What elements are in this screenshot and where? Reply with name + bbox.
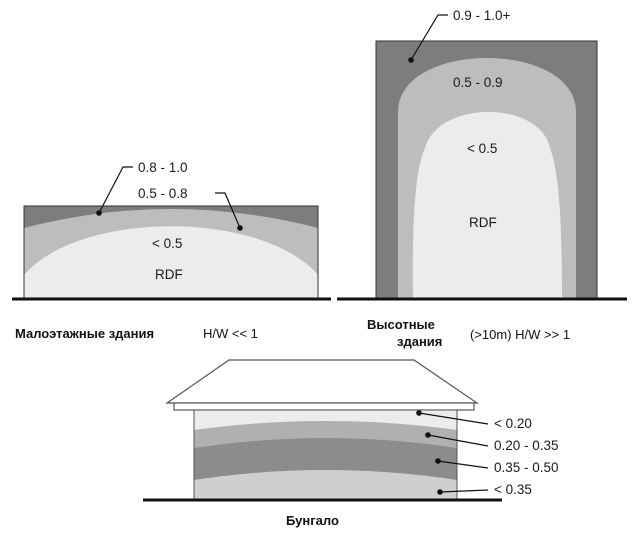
bungalow-zone-dark xyxy=(194,438,457,480)
high-rise-callouts xyxy=(410,14,448,61)
bungalow-label-4: < 0.35 xyxy=(494,482,532,497)
high-rise-caption-line2: здания xyxy=(397,334,442,349)
bungalow-roof xyxy=(165,359,479,411)
bungalow-callouts xyxy=(418,412,489,493)
low-rise-outer-dot xyxy=(96,210,102,216)
high-rise-caption-line1: Высотные xyxy=(367,317,435,332)
high-rise-ratio: (>10m) H/W >> 1 xyxy=(470,327,570,342)
bungalow-dot-1 xyxy=(416,410,422,416)
high-rise-outer-dot xyxy=(408,57,414,63)
low-rise-room xyxy=(23,205,319,300)
bungalow-dot-3 xyxy=(435,458,441,464)
high-rise-inner-label: < 0.5 xyxy=(467,141,497,156)
low-rise-caption: Малоэтажные здания xyxy=(15,326,154,341)
high-rise-zone-inner xyxy=(412,112,562,299)
bungalow-dot-2 xyxy=(425,432,431,438)
high-rise-room xyxy=(375,40,598,300)
bungalow-label-1: < 0.20 xyxy=(494,416,532,431)
low-rise-zone-inner xyxy=(24,226,318,299)
low-rise-rdf-label: RDF xyxy=(155,267,183,282)
high-rise-outer-label: 0.9 - 1.0+ xyxy=(453,8,511,23)
high-rise-middle-label: 0.5 - 0.9 xyxy=(453,75,503,90)
bungalow-zone-mid xyxy=(194,421,457,448)
low-rise-middle-dot xyxy=(237,225,243,231)
low-rise-ratio: H/W << 1 xyxy=(203,326,258,341)
bungalow-room xyxy=(193,409,458,501)
low-rise-callouts xyxy=(98,166,241,229)
high-rise-rdf-label: RDF xyxy=(469,215,497,230)
bungalow-zone-upper xyxy=(194,410,457,430)
bungalow-dot-4 xyxy=(437,489,443,495)
bungalow-label-3: 0.35 - 0.50 xyxy=(494,460,559,475)
low-rise-middle-label: 0.5 - 0.8 xyxy=(138,186,188,201)
bungalow-label-2: 0.20 - 0.35 xyxy=(494,438,559,453)
bungalow-caption: Бунгало xyxy=(286,513,339,528)
low-rise-outer-label: 0.8 - 1.0 xyxy=(138,160,188,175)
low-rise-inner-label: < 0.5 xyxy=(152,236,182,251)
